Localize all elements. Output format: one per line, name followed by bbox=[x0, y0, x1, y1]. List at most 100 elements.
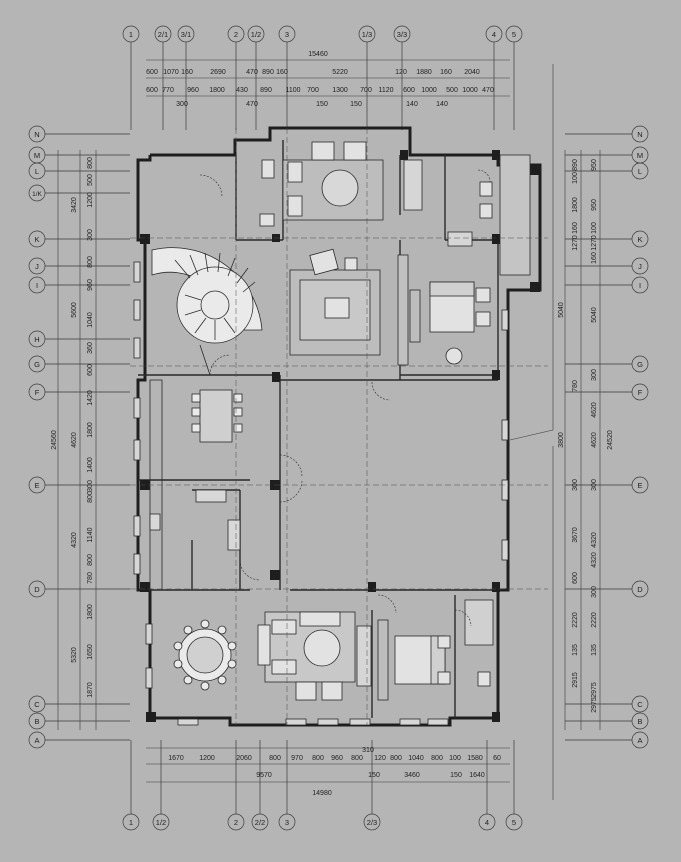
dim-right: 160 bbox=[591, 252, 598, 264]
grid-bubble-right-G bbox=[565, 355, 649, 373]
dim-bottom: 1640 bbox=[469, 772, 485, 779]
dim-bottom: 120 bbox=[374, 755, 386, 762]
dim-bottom: 1670 bbox=[168, 755, 184, 762]
dim-bottom: 150 bbox=[368, 772, 380, 779]
grid-label-left: A bbox=[34, 736, 39, 745]
dim-bottom: 1040 bbox=[408, 755, 424, 762]
dimension-texts-left: 24560 3420 5600 4620 4320 5320 800 500 1… bbox=[51, 157, 94, 698]
dim-left-total: 24560 bbox=[51, 430, 58, 450]
grid-label-right: G bbox=[637, 360, 643, 369]
dim-top: 2040 bbox=[464, 69, 480, 76]
grid-bubble-top-1-3 bbox=[358, 25, 376, 130]
dim-top: 1800 bbox=[209, 87, 225, 94]
grid-label-left: G bbox=[34, 360, 40, 369]
grid-label-right: C bbox=[637, 700, 643, 709]
bedroom-top-right bbox=[409, 281, 491, 365]
grid-bubble-left-H bbox=[28, 330, 130, 348]
dim-right: 890 bbox=[572, 159, 579, 171]
grid-label-top: 2/1 bbox=[158, 30, 168, 39]
dim-left: 1420 bbox=[87, 390, 94, 406]
dim-left: 500 bbox=[87, 174, 94, 186]
grid-label-left: I bbox=[36, 281, 38, 290]
dim-left: 300 bbox=[87, 480, 94, 492]
dim-bottom-total: 14980 bbox=[312, 790, 332, 797]
dim-left: 1200 bbox=[87, 192, 94, 208]
dim-left: 4620 bbox=[71, 432, 78, 448]
dim-left: 800 bbox=[87, 157, 94, 169]
dim-top: 1100 bbox=[285, 87, 300, 94]
dim-bottom: 1580 bbox=[467, 755, 483, 762]
grid-label-right: M bbox=[637, 151, 643, 160]
dim-right: 4320 bbox=[591, 552, 598, 568]
dim-top: 150 bbox=[316, 101, 328, 108]
grid-label-left: K bbox=[34, 235, 39, 244]
grid-bubble-top-1 bbox=[122, 25, 140, 130]
grid-bubble-left-F bbox=[28, 383, 130, 401]
grid-label-left: M bbox=[34, 151, 40, 160]
main-lounge bbox=[289, 248, 409, 366]
grid-bubble-left-G bbox=[28, 355, 130, 373]
grid-label-bottom: 2 bbox=[234, 818, 238, 827]
grid-label-right: D bbox=[637, 585, 643, 594]
dim-right: 5040 bbox=[558, 302, 565, 318]
dim-top: 160 bbox=[440, 69, 452, 76]
dim-right: 1270 bbox=[572, 235, 579, 251]
dim-top: 120 bbox=[395, 69, 407, 76]
grid-bubble-right-B bbox=[565, 712, 649, 730]
dim-bottom: 800 bbox=[269, 755, 281, 762]
grid-label-right: N bbox=[637, 130, 642, 139]
grid-bubble-left-A bbox=[28, 731, 130, 749]
dim-top: 1000 bbox=[421, 87, 437, 94]
dim-right: 300 bbox=[572, 479, 579, 491]
grid-label-top: 3 bbox=[285, 30, 289, 39]
dim-right: 160 bbox=[572, 222, 579, 234]
dim-right: 135 bbox=[572, 644, 579, 656]
grid-label-bottom: 3 bbox=[285, 818, 289, 827]
grid-axes bbox=[28, 25, 649, 831]
grid-bubble-bottom-2-3 bbox=[363, 740, 381, 831]
dim-top: 700 bbox=[307, 87, 319, 94]
grid-bubble-left-L bbox=[28, 162, 130, 180]
grid-label-left: N bbox=[34, 130, 39, 139]
dim-top: 140 bbox=[406, 101, 418, 108]
dim-bottom: 310 bbox=[362, 747, 374, 754]
dim-right: 2975 bbox=[591, 682, 598, 698]
top-lounge bbox=[282, 141, 384, 221]
dim-right: 2975 bbox=[591, 697, 598, 713]
grid-label-left: J bbox=[35, 262, 39, 271]
dim-left: 1400 bbox=[87, 457, 94, 473]
grid-bubble-left-1K bbox=[28, 184, 130, 202]
grid-label-top: 1/3 bbox=[362, 30, 372, 39]
dim-left: 800 bbox=[87, 256, 94, 268]
dim-right: 5040 bbox=[591, 307, 598, 323]
dim-right: 950 bbox=[591, 159, 598, 171]
kitchen bbox=[149, 379, 241, 591]
grid-label-right: F bbox=[638, 388, 643, 397]
grid-label-right: I bbox=[639, 281, 641, 290]
dim-left: 960 bbox=[87, 279, 94, 291]
dim-left: 1870 bbox=[87, 682, 94, 698]
dim-bottom: 800 bbox=[431, 755, 443, 762]
dim-top: 430 bbox=[236, 87, 248, 94]
dim-right: 100 bbox=[572, 172, 579, 184]
grid-label-bottom: 5 bbox=[512, 818, 516, 827]
dim-left: 800 bbox=[87, 491, 94, 503]
dim-left: 800 bbox=[87, 554, 94, 566]
dim-right-total: 24520 bbox=[607, 430, 614, 450]
dim-left: 1800 bbox=[87, 604, 94, 620]
grid-bubble-bottom-4 bbox=[478, 740, 496, 831]
dim-top: 960 bbox=[187, 87, 199, 94]
grid-bubble-top-3-3 bbox=[393, 25, 411, 130]
grid-bubble-top-1-2 bbox=[247, 25, 265, 130]
dim-left: 5320 bbox=[71, 647, 78, 663]
dim-top: 600 bbox=[403, 87, 415, 94]
dim-bottom: 970 bbox=[291, 755, 303, 762]
dim-top: 470 bbox=[482, 87, 494, 94]
grid-bubble-left-N bbox=[28, 125, 130, 143]
dim-right: 950 bbox=[591, 199, 598, 211]
dim-left: 1650 bbox=[87, 644, 94, 660]
grid-label-top: 1/2 bbox=[251, 30, 261, 39]
grid-label-left: E bbox=[34, 481, 39, 490]
dim-right: 135 bbox=[591, 644, 598, 656]
